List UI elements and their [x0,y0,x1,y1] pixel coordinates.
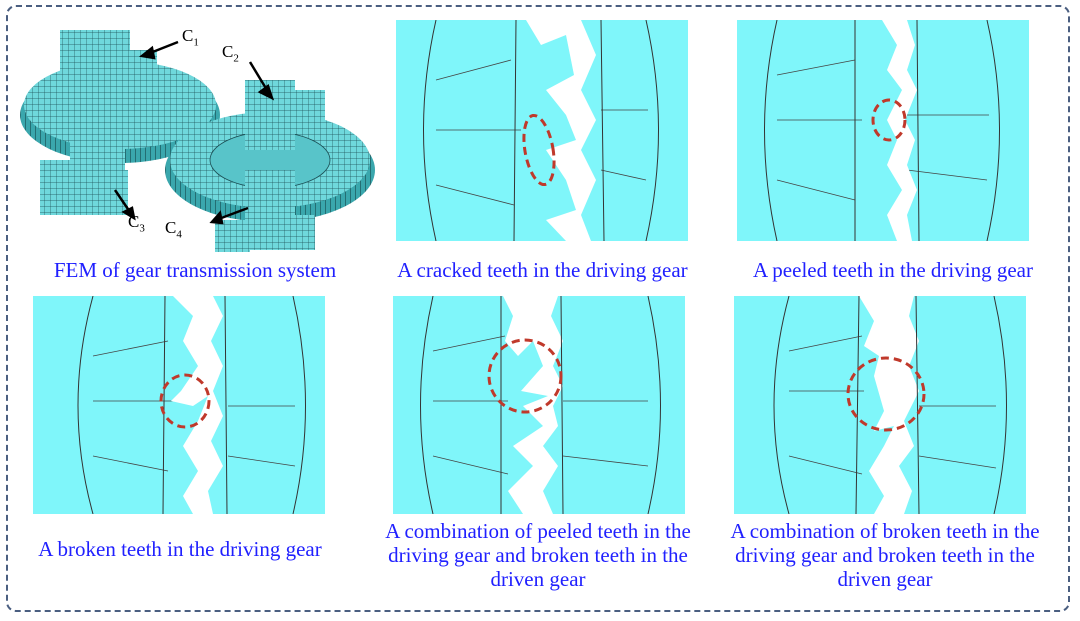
panel-peeled [737,20,1029,241]
panel-broken-broken [734,296,1026,514]
caption-broken: A broken teeth in the driving gear [38,537,322,561]
c3-label: C3 [128,212,145,235]
caption-peeled: A peeled teeth in the driving gear [753,258,1033,282]
gear-system-icon [20,30,375,252]
caption-fem: FEM of gear transmission system [53,258,337,282]
panel-peeled-broken [393,296,685,514]
caption-broken-broken: A combination of broken teeth in the dri… [730,519,1040,592]
panel-cracked [396,20,688,241]
figure-frame [6,5,1070,612]
c2-label: C2 [222,42,239,65]
fem-gear-model: C1 C2 C3 C4 [20,20,375,252]
caption-cracked: A cracked teeth in the driving gear [397,258,688,282]
c4-label: C4 [165,218,182,241]
c1-label: C1 [182,26,199,49]
caption-peeled-broken: A combination of peeled teeth in the dri… [385,519,691,592]
panel-broken [33,296,325,514]
